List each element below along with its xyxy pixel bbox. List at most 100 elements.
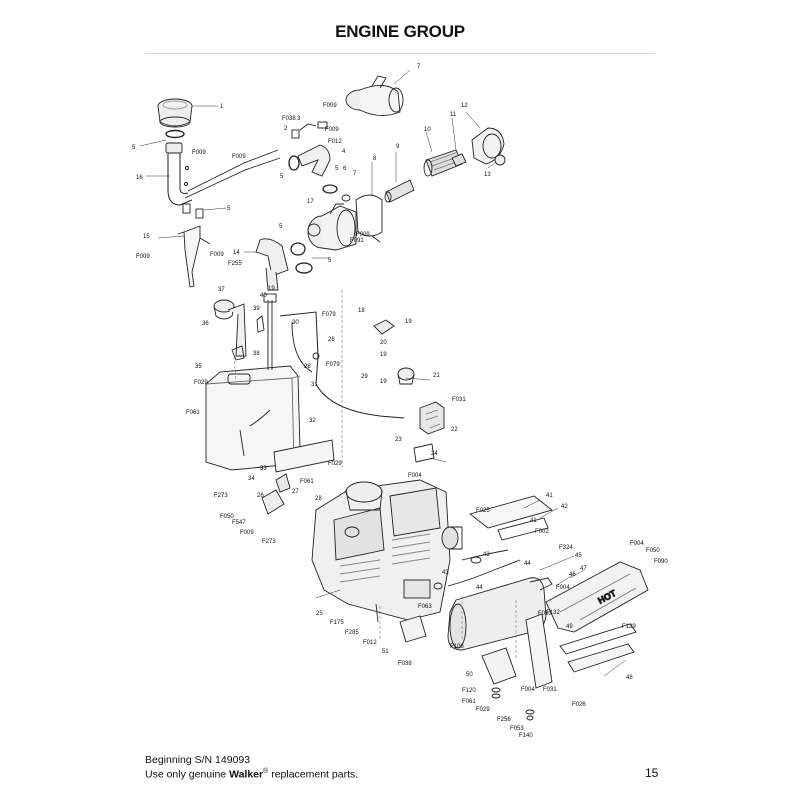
callout: 28: [315, 496, 322, 502]
callout: 43: [483, 552, 490, 558]
callout: F038: [398, 661, 412, 667]
support-bracket: [177, 225, 211, 288]
hose-clamps: [290, 184, 351, 274]
lower-guard: [559, 623, 637, 673]
callout: F129: [622, 624, 636, 630]
callout: 36: [202, 321, 209, 327]
callout: 17: [307, 199, 314, 205]
callout: 32: [309, 418, 316, 424]
callout: F175: [330, 620, 344, 626]
callout: F038: [282, 116, 296, 122]
band-clamp: [355, 194, 383, 243]
clamp-ring: [165, 129, 185, 139]
callout: 15: [143, 234, 150, 240]
callout: F012: [363, 640, 377, 646]
callout: F029: [328, 461, 342, 467]
engine-block: [311, 479, 451, 621]
callout: 44: [476, 585, 483, 591]
inner-filter: [384, 179, 415, 203]
callout: 19: [268, 286, 275, 292]
callout: 33: [260, 466, 267, 472]
callout: 14: [233, 250, 240, 256]
callout: 48: [626, 675, 633, 681]
callout: 1: [220, 104, 224, 110]
callout: F012: [328, 139, 342, 145]
callout: 46: [569, 572, 576, 578]
intake-tube: [165, 142, 281, 206]
fuel-filter: [373, 319, 415, 385]
callout: F009: [356, 232, 370, 238]
callout: 5: [328, 258, 332, 264]
callout: 43: [442, 570, 449, 576]
fuel-pump: [419, 401, 445, 435]
callout: 20: [380, 340, 387, 346]
callout: 21: [433, 373, 440, 379]
page-title: ENGINE GROUP: [335, 22, 465, 41]
callout: 19: [380, 379, 387, 385]
callout: F324: [559, 545, 573, 551]
callout: F050: [538, 611, 552, 617]
exhaust-pipes: [433, 549, 521, 590]
callout: F026: [572, 702, 586, 708]
callout: 2: [284, 126, 288, 132]
callout: F031: [543, 687, 557, 693]
callout: F079: [326, 362, 340, 368]
callout: 31: [311, 382, 318, 388]
callout: F132: [546, 610, 560, 616]
callout: F004: [630, 541, 644, 547]
callout: 40: [260, 293, 267, 299]
callout: 39: [253, 306, 260, 312]
callout: 5: [280, 174, 284, 180]
safety-element: [451, 153, 467, 167]
callout: F029: [476, 707, 490, 713]
tank-bracket: [273, 439, 335, 473]
air-cleaner-body: [307, 203, 357, 251]
callout: 13: [484, 172, 491, 178]
muffler-guard: [545, 561, 649, 633]
callout: F091: [350, 238, 364, 244]
callout: F120: [462, 688, 476, 694]
callout: 16: [136, 175, 143, 181]
callout: 18: [358, 308, 365, 314]
callout: 3: [297, 116, 301, 122]
callout: 26: [257, 493, 264, 499]
cleaner-cover: [471, 127, 506, 166]
callout: F273: [262, 539, 276, 545]
callout: F106: [450, 644, 464, 650]
callout: 11: [450, 112, 457, 118]
callout: 30: [292, 320, 299, 326]
oil-filter: [441, 526, 463, 550]
callout: 45: [575, 553, 582, 559]
callout: 38: [253, 351, 260, 357]
callout-leaders: [139, 69, 627, 677]
callout: F061: [462, 699, 476, 705]
callout: 28: [328, 337, 335, 343]
callout: F285: [345, 630, 359, 636]
callout: 19: [405, 319, 412, 325]
page-number: 15: [645, 766, 659, 780]
callout: F063: [418, 604, 432, 610]
callout: F009: [323, 103, 337, 109]
callout: 5: [227, 206, 231, 212]
callout: F002: [535, 529, 549, 535]
serial-note: Beginning S/N 149093: [145, 754, 251, 766]
callout: F029: [194, 380, 208, 386]
callout: 50: [466, 672, 473, 678]
callout: 5: [132, 145, 136, 151]
callout: F547: [232, 520, 246, 526]
pump-bracket: [413, 443, 435, 463]
callout: F061: [186, 410, 200, 416]
small-brackets: [182, 121, 328, 219]
callout: F090: [654, 559, 668, 565]
callout: 24: [431, 451, 438, 457]
title-divider: [145, 53, 655, 54]
intake-elbow: [288, 144, 331, 177]
callout: F053: [510, 726, 524, 732]
callout: F009: [136, 254, 150, 260]
callout: 8: [373, 156, 377, 162]
brand-name: Walker: [229, 768, 264, 781]
callout: F025: [476, 508, 490, 514]
callout: F009: [210, 252, 224, 258]
assembly-leader-lines: [233, 290, 517, 660]
